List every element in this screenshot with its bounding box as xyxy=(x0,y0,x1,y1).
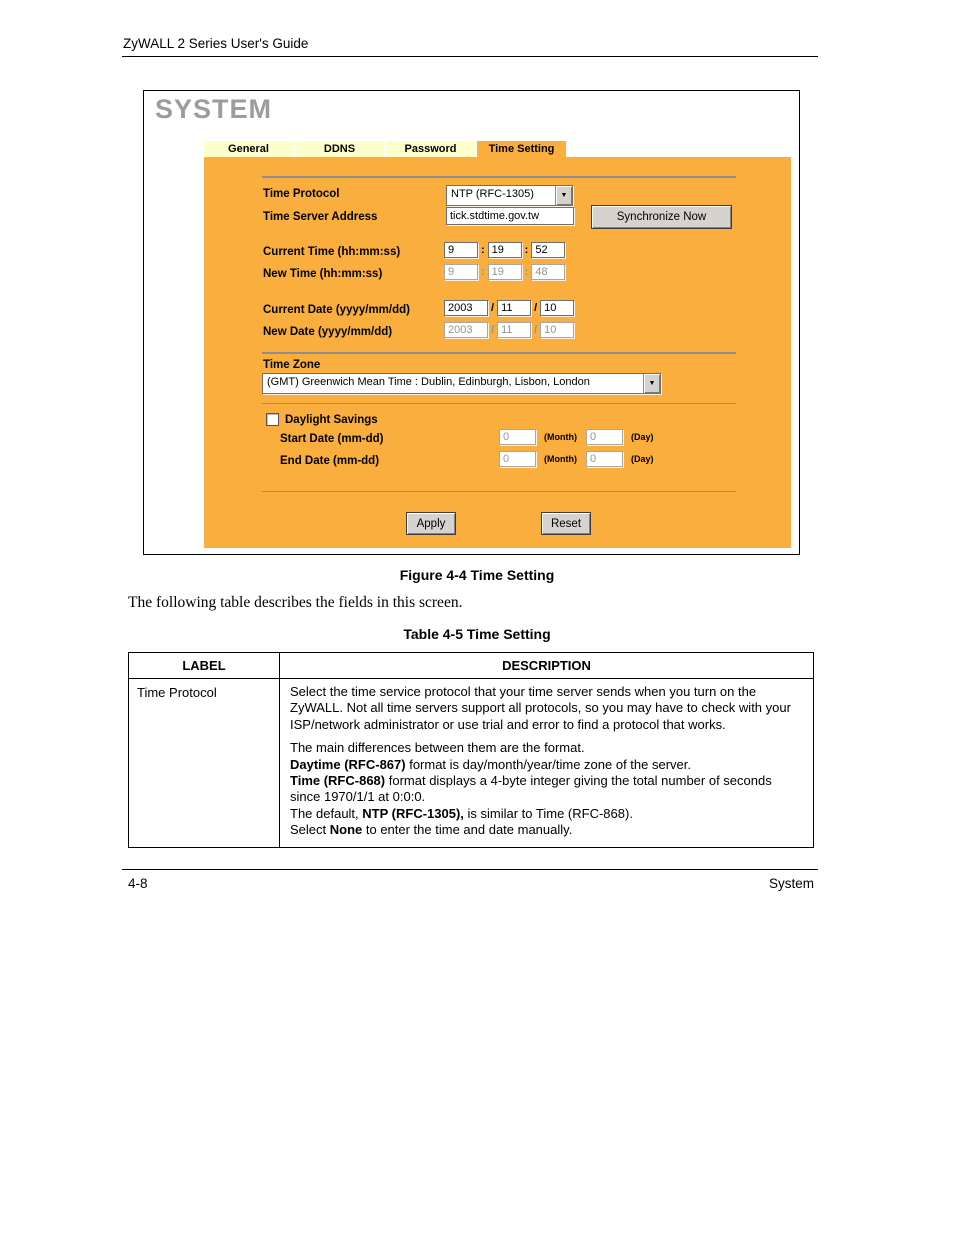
current-date-year-input[interactable] xyxy=(444,300,488,316)
end-date-label: End Date (mm-dd) xyxy=(280,455,380,467)
time-server-input[interactable] xyxy=(446,207,574,225)
time-zone-label: Time Zone xyxy=(263,359,321,371)
month-hint: (Month) xyxy=(544,432,577,442)
start-day-input[interactable] xyxy=(585,429,623,445)
new-date-label: New Date (yyyy/mm/dd) xyxy=(263,326,393,338)
time-separator: : xyxy=(524,266,529,278)
new-time-second-input[interactable] xyxy=(531,264,566,280)
current-time-second-input[interactable] xyxy=(531,242,566,258)
date-separator: / xyxy=(534,302,538,314)
new-date-day-input[interactable] xyxy=(540,322,575,338)
start-date-label: Start Date (mm-dd) xyxy=(280,433,384,445)
system-screenshot-frame: SYSTEM General DDNS Password Time Settin… xyxy=(143,90,800,555)
divider xyxy=(262,491,736,492)
new-time-fields: : : xyxy=(444,264,566,280)
description-line: The main differences between them are th… xyxy=(290,740,585,756)
header-rule xyxy=(122,56,818,57)
end-month-input[interactable] xyxy=(499,451,536,467)
document-header: ZyWALL 2 Series User's Guide xyxy=(123,36,309,51)
current-date-day-input[interactable] xyxy=(540,300,575,316)
row-label: Time Protocol xyxy=(128,678,280,848)
time-protocol-label: Time Protocol xyxy=(263,188,340,200)
current-time-minute-input[interactable] xyxy=(487,242,522,258)
current-date-month-input[interactable] xyxy=(497,300,532,316)
description-paragraph: Select the time service protocol that yo… xyxy=(290,684,791,732)
time-setting-panel: Time Protocol NTP (RFC-1305) ▼ Time Serv… xyxy=(204,157,791,548)
page-title: SYSTEM xyxy=(155,94,273,124)
divider xyxy=(262,403,736,404)
day-hint: (Day) xyxy=(630,454,654,464)
time-separator: : xyxy=(481,244,485,256)
date-separator: / xyxy=(491,324,495,336)
intro-paragraph: The following table describes the fields… xyxy=(128,594,463,611)
new-date-fields: / / xyxy=(444,322,575,338)
time-zone-select[interactable]: (GMT) Greenwich Mean Time : Dublin, Edin… xyxy=(262,373,661,394)
current-time-fields: : : xyxy=(444,242,566,258)
time-separator: : xyxy=(481,266,485,278)
new-time-label: New Time (hh:mm:ss) xyxy=(263,268,383,280)
date-separator: / xyxy=(491,302,495,314)
tab-general[interactable]: General xyxy=(204,141,293,157)
current-date-fields: / / xyxy=(444,300,575,316)
start-date-fields: (Month) (Day) xyxy=(499,429,663,445)
daylight-savings-label: Daylight Savings xyxy=(285,414,378,426)
day-hint: (Day) xyxy=(630,432,654,442)
new-time-hour-input[interactable] xyxy=(444,264,478,280)
description-line: Time (RFC-868) format displays a 4-byte … xyxy=(290,773,772,805)
new-date-year-input[interactable] xyxy=(444,322,488,338)
description-table: LABEL DESCRIPTION Time Protocol Select t… xyxy=(128,652,814,848)
new-time-minute-input[interactable] xyxy=(487,264,522,280)
column-header-label: LABEL xyxy=(128,652,280,679)
figure-caption: Figure 4-4 Time Setting xyxy=(399,567,555,583)
table-row: Time Protocol Select the time service pr… xyxy=(128,678,814,848)
chevron-down-icon[interactable]: ▼ xyxy=(555,186,572,205)
tab-bar: General DDNS Password Time Setting xyxy=(204,141,568,157)
chevron-down-icon[interactable]: ▼ xyxy=(643,374,660,393)
time-server-label: Time Server Address xyxy=(263,211,378,223)
daylight-savings-checkbox[interactable] xyxy=(266,413,279,426)
end-date-fields: (Month) (Day) xyxy=(499,451,663,467)
time-separator: : xyxy=(524,244,529,256)
start-month-input[interactable] xyxy=(499,429,536,445)
reset-button[interactable]: Reset xyxy=(541,512,591,535)
column-header-description: DESCRIPTION xyxy=(279,652,814,679)
month-hint: (Month) xyxy=(544,454,577,464)
tab-time-setting[interactable]: Time Setting xyxy=(477,141,566,157)
page-number: 4-8 xyxy=(128,876,148,891)
tab-ddns[interactable]: DDNS xyxy=(295,141,384,157)
synchronize-now-button[interactable]: Synchronize Now xyxy=(591,205,732,229)
description-line: The default, NTP (RFC-1305), is similar … xyxy=(290,805,633,821)
apply-button[interactable]: Apply xyxy=(406,512,456,535)
current-time-label: Current Time (hh:mm:ss) xyxy=(263,246,401,258)
description-line: Daytime (RFC-867) format is day/month/ye… xyxy=(290,756,691,772)
new-date-month-input[interactable] xyxy=(497,322,532,338)
current-time-hour-input[interactable] xyxy=(444,242,478,258)
footer-section-name: System xyxy=(768,876,814,891)
table-header-row: LABEL DESCRIPTION xyxy=(128,652,814,679)
current-date-label: Current Date (yyyy/mm/dd) xyxy=(263,304,410,316)
end-day-input[interactable] xyxy=(585,451,623,467)
divider xyxy=(262,176,736,178)
description-line: Select None to enter the time and date m… xyxy=(290,822,573,838)
row-description: Select the time service protocol that yo… xyxy=(279,678,814,848)
time-protocol-value: NTP (RFC-1305) xyxy=(451,188,534,200)
date-separator: / xyxy=(534,324,538,336)
table-caption: Table 4-5 Time Setting xyxy=(403,626,551,642)
time-zone-value: (GMT) Greenwich Mean Time : Dublin, Edin… xyxy=(267,376,590,388)
footer-rule xyxy=(122,869,818,870)
divider xyxy=(262,352,736,354)
time-protocol-select[interactable]: NTP (RFC-1305) ▼ xyxy=(446,185,573,206)
tab-password[interactable]: Password xyxy=(386,141,475,157)
